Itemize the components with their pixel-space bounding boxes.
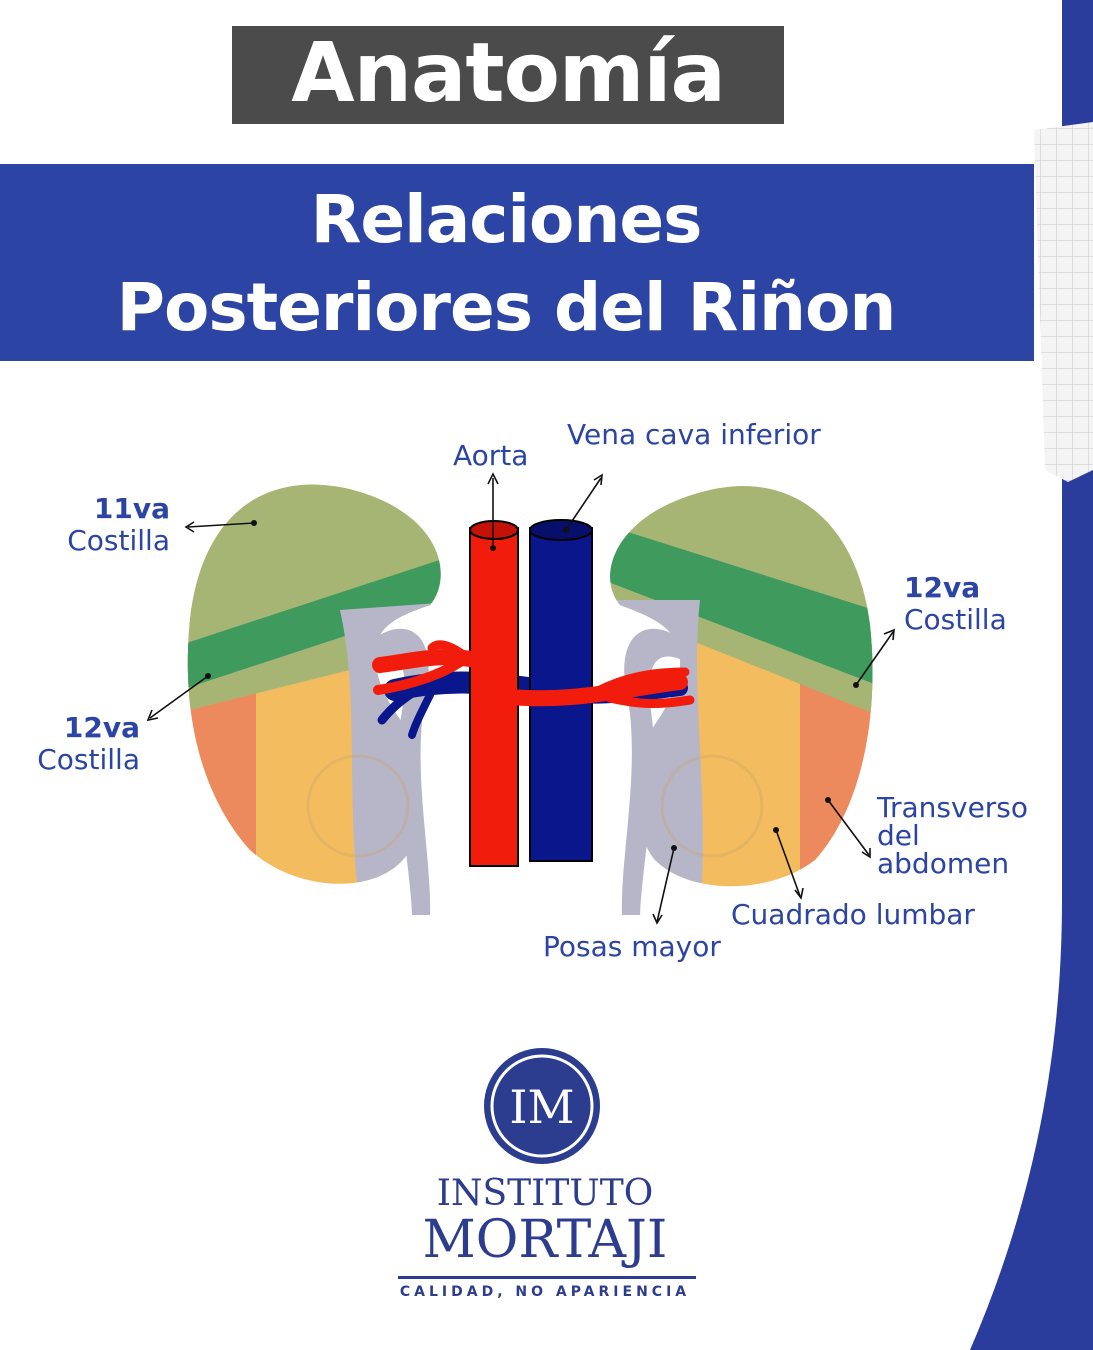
label-left-12va-costilla: 12va Costilla: [28, 712, 140, 776]
renal-arteries: [372, 640, 695, 708]
logo-tagline: CALIDAD, NO APARIENCIA: [399, 1284, 691, 1300]
title-line-1: Relaciones: [310, 181, 703, 258]
logo-line-1: INSTITUTO: [436, 1173, 654, 1214]
watermark: [306, 754, 764, 858]
label-right-12va-num: 12va: [904, 571, 981, 604]
label-vena-cava: Vena cava inferior: [567, 418, 821, 451]
label-cuadrado-lumbar: Cuadrado lumbar: [731, 898, 975, 931]
label-left-12va-num: 12va: [63, 711, 140, 744]
label-left-11va-costilla: 11va Costilla: [58, 493, 170, 557]
label-right-12va-costilla: 12va Costilla: [904, 572, 1007, 636]
title-line-2: Posteriores del Riñon: [116, 269, 897, 346]
leader-lines: [146, 472, 895, 925]
logo-line-2: MORTAJI: [422, 1210, 668, 1270]
label-psoas-mayor: Posas mayor: [543, 930, 721, 963]
left-ureter: [372, 628, 431, 915]
logo-monogram: IM: [509, 1080, 574, 1134]
label-right-12va-word: Costilla: [904, 603, 1007, 636]
label-transverso-3: abdomen: [877, 847, 1010, 880]
label-transverso-1: Transverso: [877, 791, 1029, 824]
header-tag: Anatomía: [291, 25, 726, 121]
logo-emblem: IM: [484, 1048, 600, 1164]
label-left-11va-num: 11va: [93, 492, 170, 525]
header-tape: [232, 26, 784, 124]
label-transverso: Transverso del abdomen: [877, 794, 1028, 878]
title-banner: [0, 164, 1034, 361]
page-title: Relaciones Posteriores del Riñon: [0, 176, 1012, 352]
label-transverso-2: del: [877, 819, 920, 852]
leader-dots: [205, 520, 859, 851]
logo-divider: [398, 1276, 696, 1279]
label-left-12va-word: Costilla: [37, 743, 140, 776]
label-aorta: Aorta: [453, 439, 529, 472]
label-left-11va-word: Costilla: [67, 524, 170, 557]
